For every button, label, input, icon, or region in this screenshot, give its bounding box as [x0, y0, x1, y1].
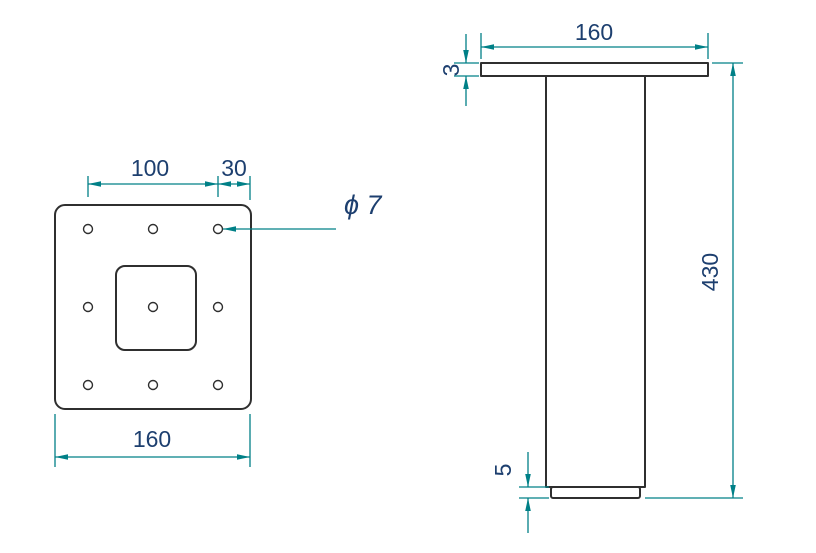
- dim-arrow-right: [205, 181, 218, 187]
- leader-arrow: [223, 226, 236, 232]
- dim-label-plate-width: 160: [133, 426, 171, 452]
- dim-arrow-right: [237, 181, 250, 187]
- dim-label-flange-thickness: 3: [438, 64, 464, 77]
- mounting-hole: [212, 223, 224, 235]
- dimension-hole-spacing: 100 30: [87, 155, 251, 200]
- dim-arrow-right: [695, 44, 708, 50]
- dim-arrow-left: [88, 181, 101, 187]
- dimension-plate-width: 160: [54, 414, 251, 467]
- hole-diameter-label: ϕ 7: [344, 190, 383, 220]
- dim-label-foot-height: 5: [490, 464, 516, 477]
- dim-arrow-left: [55, 454, 68, 460]
- dim-arrow-up: [463, 76, 469, 89]
- mounting-hole: [212, 301, 224, 313]
- dim-label-leg-height: 430: [697, 253, 723, 291]
- dim-arrow-right: [237, 454, 250, 460]
- dim-arrow-down: [463, 50, 469, 63]
- dim-label-flange-width: 160: [575, 19, 613, 45]
- dimension-flange-width: 160: [480, 19, 709, 59]
- mounting-hole: [82, 379, 94, 391]
- dimension-foot-height: 5: [490, 452, 549, 533]
- mounting-hole: [147, 301, 159, 313]
- mounting-hole: [147, 223, 159, 235]
- dim-label-edge-offset: 30: [221, 155, 247, 181]
- mounting-hole: [147, 379, 159, 391]
- dim-arrow-down: [730, 485, 736, 498]
- dim-arrow-up: [730, 63, 736, 76]
- side-view: 160 3 430 5: [438, 19, 743, 533]
- mounting-hole: [212, 379, 224, 391]
- leg-column-outline: [545, 75, 646, 488]
- flange-outline: [480, 62, 709, 77]
- dim-arrow-left: [481, 44, 494, 50]
- dim-arrow-down: [525, 474, 531, 487]
- top-view: 100 30 160 ϕ 7: [54, 155, 383, 467]
- dim-label-hole-spacing: 100: [131, 155, 169, 181]
- foot-outline: [550, 486, 641, 499]
- dimension-leg-height: 430: [645, 62, 743, 499]
- mounting-holes: [82, 223, 224, 391]
- mounting-hole: [82, 301, 94, 313]
- dim-arrow-left: [218, 181, 231, 187]
- dim-arrow-up: [525, 498, 531, 511]
- dimension-flange-thickness: 3: [438, 34, 479, 106]
- hole-diameter-callout: ϕ 7: [223, 190, 383, 232]
- mounting-hole: [82, 223, 94, 235]
